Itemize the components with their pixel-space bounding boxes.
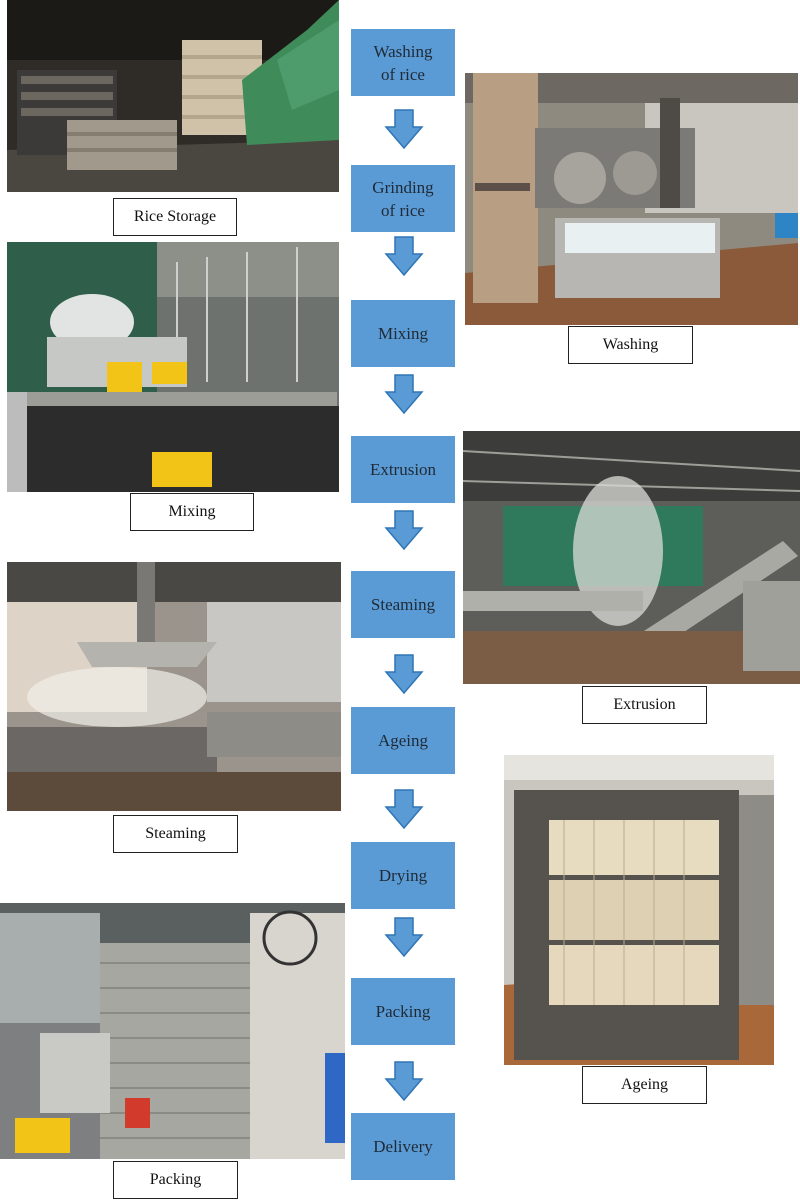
down-arrow-icon	[384, 510, 424, 550]
step-grinding-of-rice: Grinding of rice	[351, 165, 455, 232]
down-arrow-icon	[384, 374, 424, 414]
step-ageing: Ageing	[351, 707, 455, 774]
photo-steaming	[7, 562, 341, 811]
photo-rice-storage	[7, 0, 339, 192]
photo-mixing	[7, 242, 339, 492]
step-label: Mixing	[377, 324, 429, 343]
down-arrow-icon	[384, 789, 424, 829]
step-label: Delivery	[373, 1137, 433, 1156]
step-label: Ageing	[377, 731, 429, 750]
caption-packing: Packing	[113, 1161, 238, 1199]
step-label: Drying	[378, 866, 428, 885]
caption-mixing: Mixing	[130, 493, 254, 531]
step-label: Extrusion	[369, 460, 437, 479]
step-washing-of-rice: Washing of rice	[351, 29, 455, 96]
caption-washing: Washing	[568, 326, 693, 364]
caption-rice-storage: Rice Storage	[113, 198, 237, 236]
step-drying: Drying	[351, 842, 455, 909]
step-label: Packing	[375, 1002, 431, 1021]
caption-steaming: Steaming	[113, 815, 238, 853]
down-arrow-icon	[384, 109, 424, 149]
photo-ageing	[504, 755, 774, 1065]
step-packing: Packing	[351, 978, 455, 1045]
caption-extrusion: Extrusion	[582, 686, 707, 724]
photo-packing	[0, 903, 345, 1159]
step-extrusion: Extrusion	[351, 436, 455, 503]
down-arrow-icon	[384, 654, 424, 694]
down-arrow-icon	[384, 917, 424, 957]
photo-washing	[465, 73, 798, 325]
step-label: Steaming	[370, 595, 436, 614]
caption-ageing: Ageing	[582, 1066, 707, 1104]
step-mixing: Mixing	[351, 300, 455, 367]
down-arrow-icon	[384, 236, 424, 276]
step-label: Washing of rice	[373, 41, 433, 84]
down-arrow-icon	[384, 1061, 424, 1101]
step-delivery: Delivery	[351, 1113, 455, 1180]
photo-extrusion	[463, 431, 800, 684]
step-steaming: Steaming	[351, 571, 455, 638]
step-label: Grinding of rice	[372, 177, 434, 220]
